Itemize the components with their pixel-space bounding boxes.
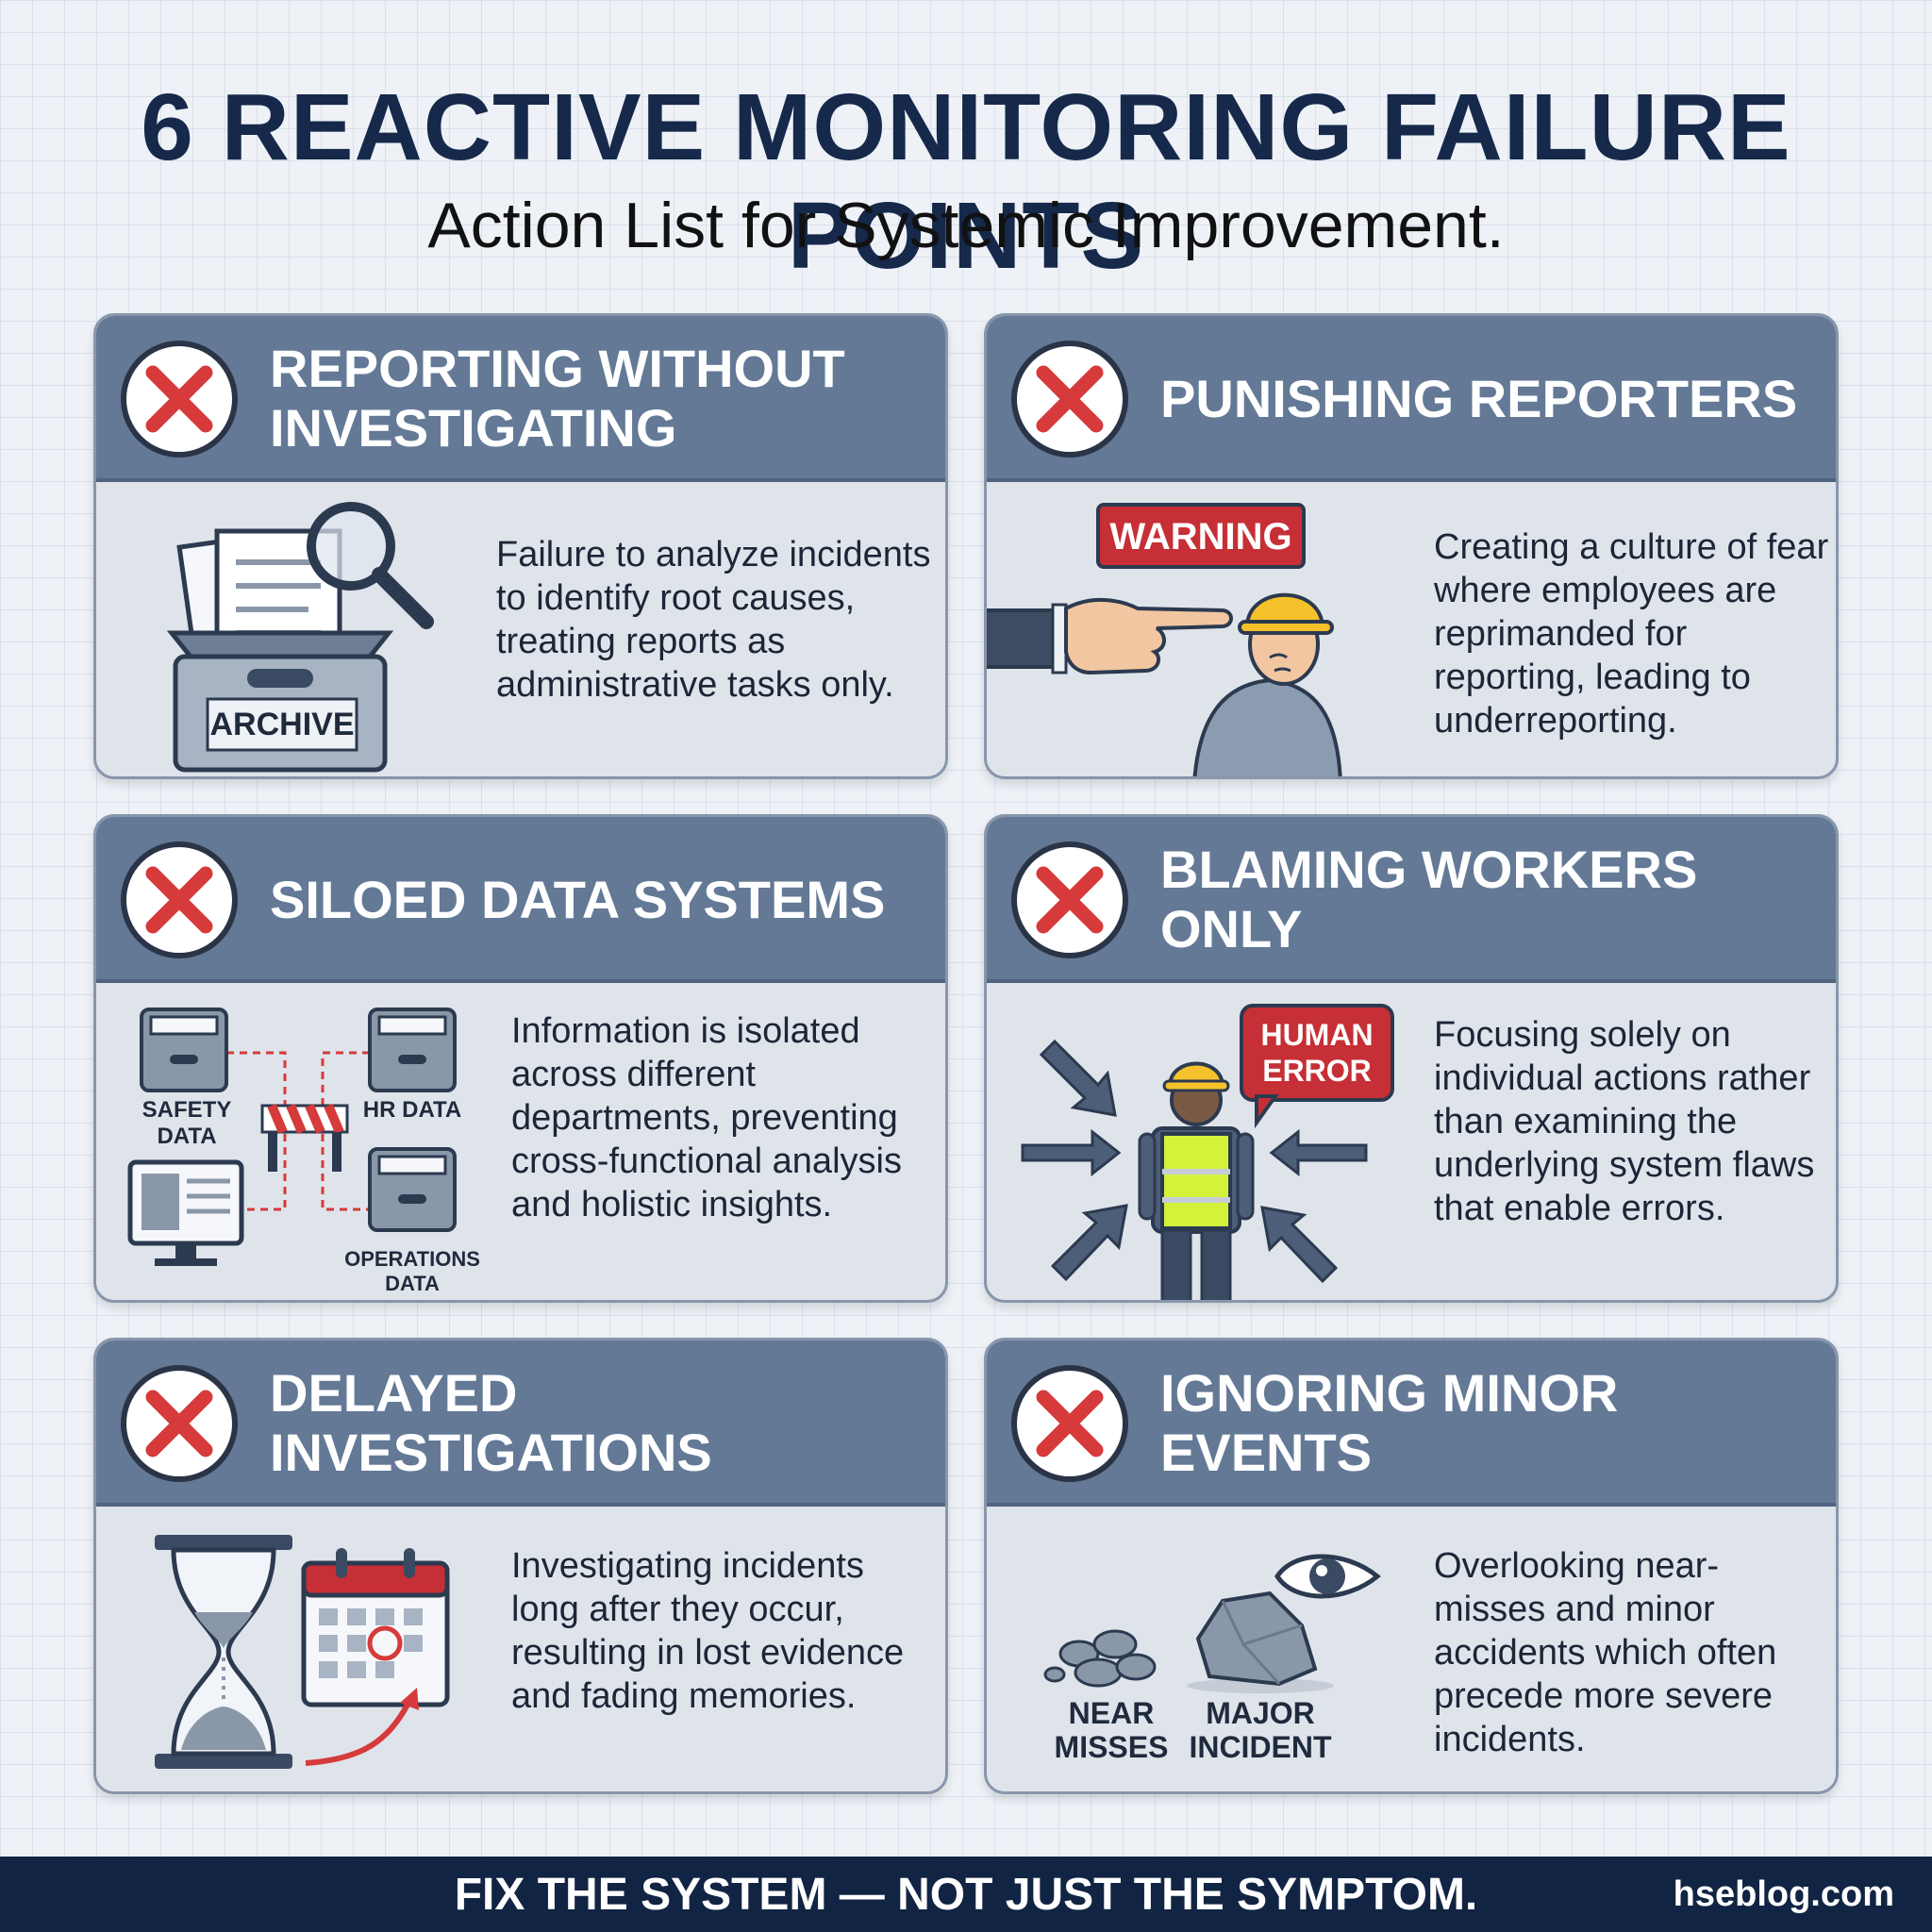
card-title: BLAMING WORKERS ONLY	[1160, 840, 1698, 958]
card-title: REPORTING WITHOUT INVESTIGATING	[270, 339, 845, 458]
card-header: DELAYED INVESTIGATIONS	[96, 1341, 945, 1507]
card-description: Investigating incidents long after they …	[511, 1546, 905, 1716]
warning-label: WARNING	[1109, 516, 1291, 558]
x-mark-icon	[121, 341, 238, 458]
card-title: PUNISHING REPORTERS	[1160, 368, 1798, 428]
card-header: PUNISHING REPORTERS	[987, 316, 1836, 482]
x-mark-icon	[1011, 1365, 1128, 1482]
card-reporting-without-investigating: REPORTING WITHOUT INVESTIGATING ARCHIVE …	[93, 313, 948, 779]
card-title: IGNORING MINOR EVENTS	[1160, 1363, 1619, 1482]
archive-box-magnifier-icon: ARCHIVE	[166, 502, 434, 773]
card-title: SILOED DATA SYSTEMS	[270, 869, 886, 929]
page-subtitle: Action List for Systemic Improvement.	[427, 190, 1505, 261]
card-description: Focusing solely on individual actions ra…	[1434, 1015, 1815, 1228]
page-title: 6 REACTIVE MONITORING FAILURE POINTS	[141, 75, 1791, 289]
card-header: SILOED DATA SYSTEMS	[96, 817, 945, 983]
card-title: DELAYED INVESTIGATIONS	[270, 1363, 712, 1482]
x-mark-icon	[121, 1365, 238, 1482]
card-description: Failure to analyze incidents to identify…	[496, 535, 931, 705]
x-mark-icon	[1011, 841, 1128, 958]
footer-slogan: FIX THE SYSTEM — NOT JUST THE SYMPTOM.	[454, 1869, 1478, 1920]
card-description: Overlooking near-misses and minor accide…	[1434, 1546, 1777, 1759]
card-delayed-investigations: DELAYED INVESTIGATIONS Inve	[93, 1338, 948, 1794]
x-mark-icon	[1011, 341, 1128, 458]
x-mark-icon	[121, 841, 238, 958]
footer-site: hseblog.com	[1673, 1874, 1894, 1914]
footer: FIX THE SYSTEM — NOT JUST THE SYMPTOM. h…	[0, 1857, 1932, 1932]
card-punishing-reporters: PUNISHING REPORTERS WARNING Creating a c…	[984, 313, 1839, 779]
card-description: Information is isolated across different…	[511, 1011, 902, 1224]
hr-data-label: HR DATA	[363, 1097, 461, 1123]
card-header: REPORTING WITHOUT INVESTIGATING	[96, 316, 945, 482]
pointing-finger-worker-icon: WARNING	[987, 503, 1342, 776]
hourglass-calendar-icon	[155, 1535, 450, 1769]
card-header: IGNORING MINOR EVENTS	[987, 1341, 1836, 1507]
card-header: BLAMING WORKERS ONLY	[987, 817, 1836, 983]
archive-label: ARCHIVE	[209, 707, 354, 742]
card-description: Creating a culture of fear where employe…	[1434, 527, 1829, 741]
